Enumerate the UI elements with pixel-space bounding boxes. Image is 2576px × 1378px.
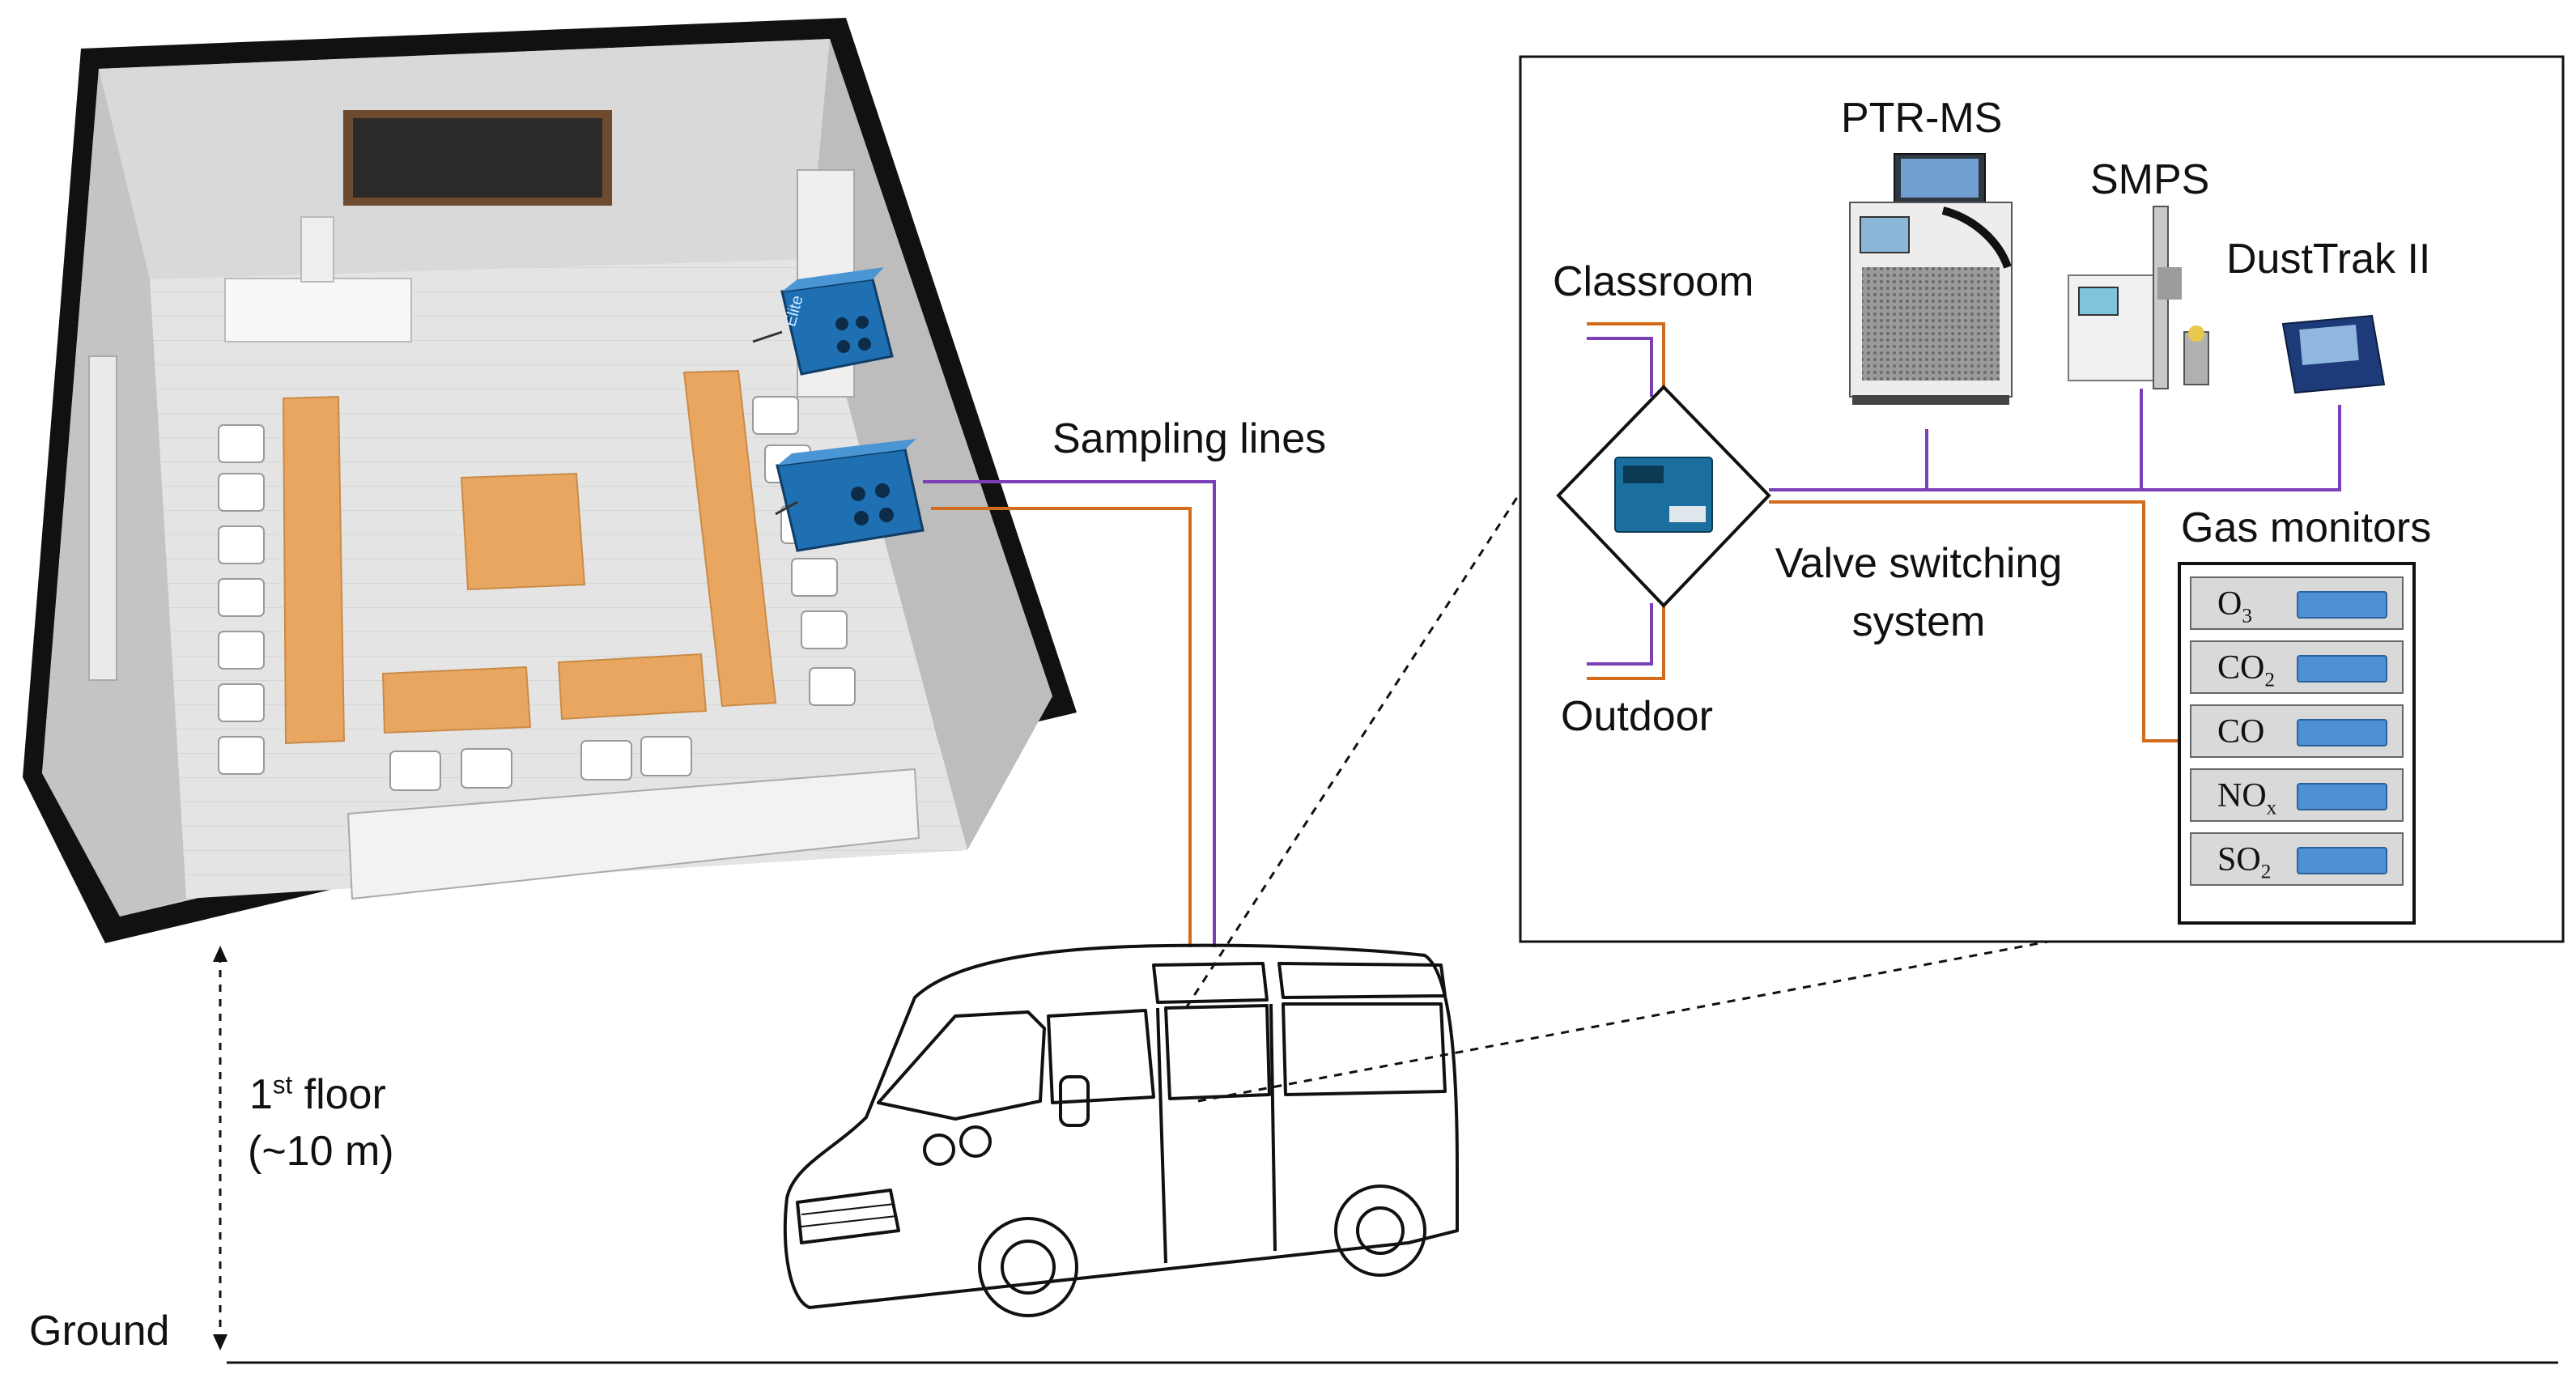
chair (791, 558, 838, 597)
gas-indicator (2297, 655, 2387, 683)
van-side-window (1164, 1004, 1271, 1100)
panel-sampling-lines (1587, 322, 2341, 742)
van-body (783, 943, 1459, 1309)
valve-switching-system (1556, 385, 1771, 608)
chair (580, 740, 632, 780)
air-sampler-classroom-1: Elite (752, 267, 894, 376)
classroom-tables (282, 369, 777, 745)
van-upper-window (1277, 962, 1447, 999)
gas-monitor-row: O3 (2190, 576, 2404, 630)
line-to-gas-monitors (1769, 500, 2186, 742)
zoom-line (1184, 489, 1524, 1009)
table (381, 666, 532, 734)
chair (218, 525, 265, 564)
gas-monitor-row: CO2 (2190, 640, 2404, 694)
dusttrak-instrument (2281, 314, 2386, 394)
table (557, 653, 708, 721)
table (282, 395, 346, 745)
van-grille (796, 1189, 900, 1244)
van-headlight (923, 1133, 955, 1166)
chair (218, 631, 265, 670)
smps-label: SMPS (2090, 156, 2210, 203)
chair (218, 683, 265, 722)
chair (218, 578, 265, 617)
classroom-3d: Elite (23, 18, 1077, 943)
chair (752, 396, 799, 435)
van-front-wheel (978, 1217, 1078, 1317)
van-windshield (877, 1010, 1046, 1121)
floor-label: 1st floor (249, 1070, 386, 1118)
gas-indicator (2297, 847, 2387, 874)
gas-monitor-label: CO2 (2217, 649, 2275, 691)
van-upper-window (1152, 962, 1269, 1004)
gas-monitor-label: NOx (2217, 777, 2277, 819)
chair (801, 610, 848, 649)
chair (218, 736, 265, 775)
front-counter (346, 768, 920, 900)
van-rear-wheel (1334, 1184, 1426, 1277)
gas-monitor-row: SO2 (2190, 832, 2404, 886)
gas-monitor-row: NOx (2190, 768, 2404, 822)
classroom-right-wall (810, 39, 1052, 850)
window-left (88, 355, 117, 681)
ground-label: Ground (29, 1308, 170, 1355)
chair (218, 424, 265, 463)
valve-system-label: Valve switching system (1775, 540, 2063, 645)
gas-indicator (2297, 591, 2387, 619)
smps-instrument (2068, 206, 2209, 389)
chair (640, 736, 692, 776)
gas-monitor-label: O3 (2217, 585, 2252, 627)
teacher-desk (224, 278, 412, 342)
sampling-lines-label: Sampling lines (1052, 415, 1327, 462)
chair (809, 667, 856, 706)
air-sampler-classroom-2 (775, 439, 925, 552)
van-mirror (1059, 1075, 1090, 1127)
zoom-line (1197, 940, 2049, 1103)
sampling-line-orange (931, 507, 1192, 947)
mobile-lab-van (783, 943, 1459, 1317)
chair (461, 748, 512, 789)
outdoor-label: Outdoor (1561, 693, 1713, 740)
gas-monitor-label: SO2 (2217, 841, 2272, 883)
van-side-window (1282, 1002, 1447, 1096)
chair (389, 751, 441, 791)
dusttrak-label: DustTrak II (2226, 236, 2431, 283)
gas-monitor-label: CO (2217, 713, 2265, 751)
gas-indicator (2297, 719, 2387, 746)
chair (218, 473, 265, 512)
line-to-instruments (1769, 405, 2341, 491)
classroom-label: Classroom (1553, 258, 1754, 305)
table (682, 369, 777, 708)
van-side-window (1047, 1009, 1155, 1104)
table (460, 472, 586, 591)
sampling-line-purple (923, 480, 1216, 947)
gas-monitors-label: Gas monitors (2181, 504, 2432, 551)
gas-monitor-rows: O3 CO2 CO NOx SO2 (2190, 576, 2404, 886)
gas-monitor-row: CO (2190, 704, 2404, 758)
van-headlight (959, 1125, 992, 1158)
ptr-ms-instrument (1849, 153, 2013, 405)
gas-indicator (2297, 783, 2387, 810)
floor-height-label: (~10 m) (248, 1128, 394, 1175)
ptrms-label: PTR-MS (1841, 95, 2003, 142)
